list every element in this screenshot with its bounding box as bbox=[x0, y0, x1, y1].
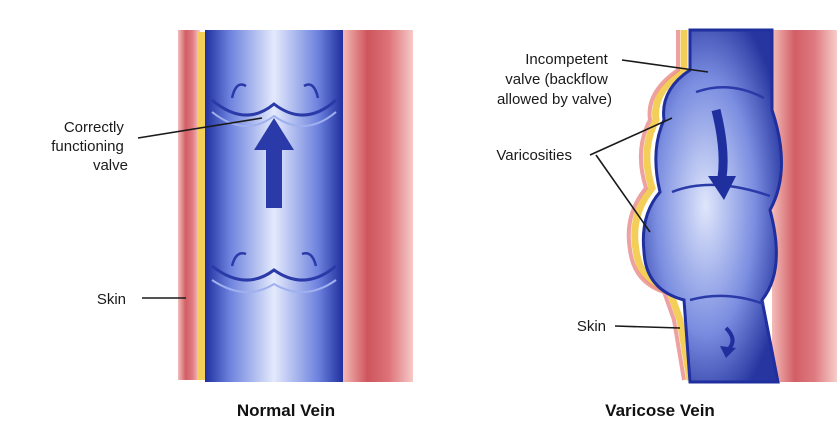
skin-label-varicose: Skin bbox=[577, 318, 606, 335]
muscle-tissue-left bbox=[178, 30, 200, 380]
skin-layer bbox=[197, 32, 205, 380]
muscle-tissue-right-varicose bbox=[772, 30, 837, 382]
incompetent-valve-label: Incompetent valve (backflow allowed by v… bbox=[497, 51, 612, 108]
muscle-tissue-right bbox=[343, 30, 413, 382]
skin-leader-varicose bbox=[615, 326, 680, 328]
varicose-vein-title: Varicose Vein bbox=[605, 401, 715, 420]
skin-label-normal: Skin bbox=[97, 291, 126, 308]
varicosities-label: Varicosities bbox=[496, 147, 572, 164]
valve-label: Correctly functioning valve bbox=[51, 119, 128, 174]
varicose-vein-illustration: Incompetent valve (backflow allowed by v… bbox=[496, 30, 837, 420]
normal-vein-illustration: Correctly functioning valve Skin Normal … bbox=[51, 30, 413, 420]
normal-vein-title: Normal Vein bbox=[237, 401, 335, 420]
